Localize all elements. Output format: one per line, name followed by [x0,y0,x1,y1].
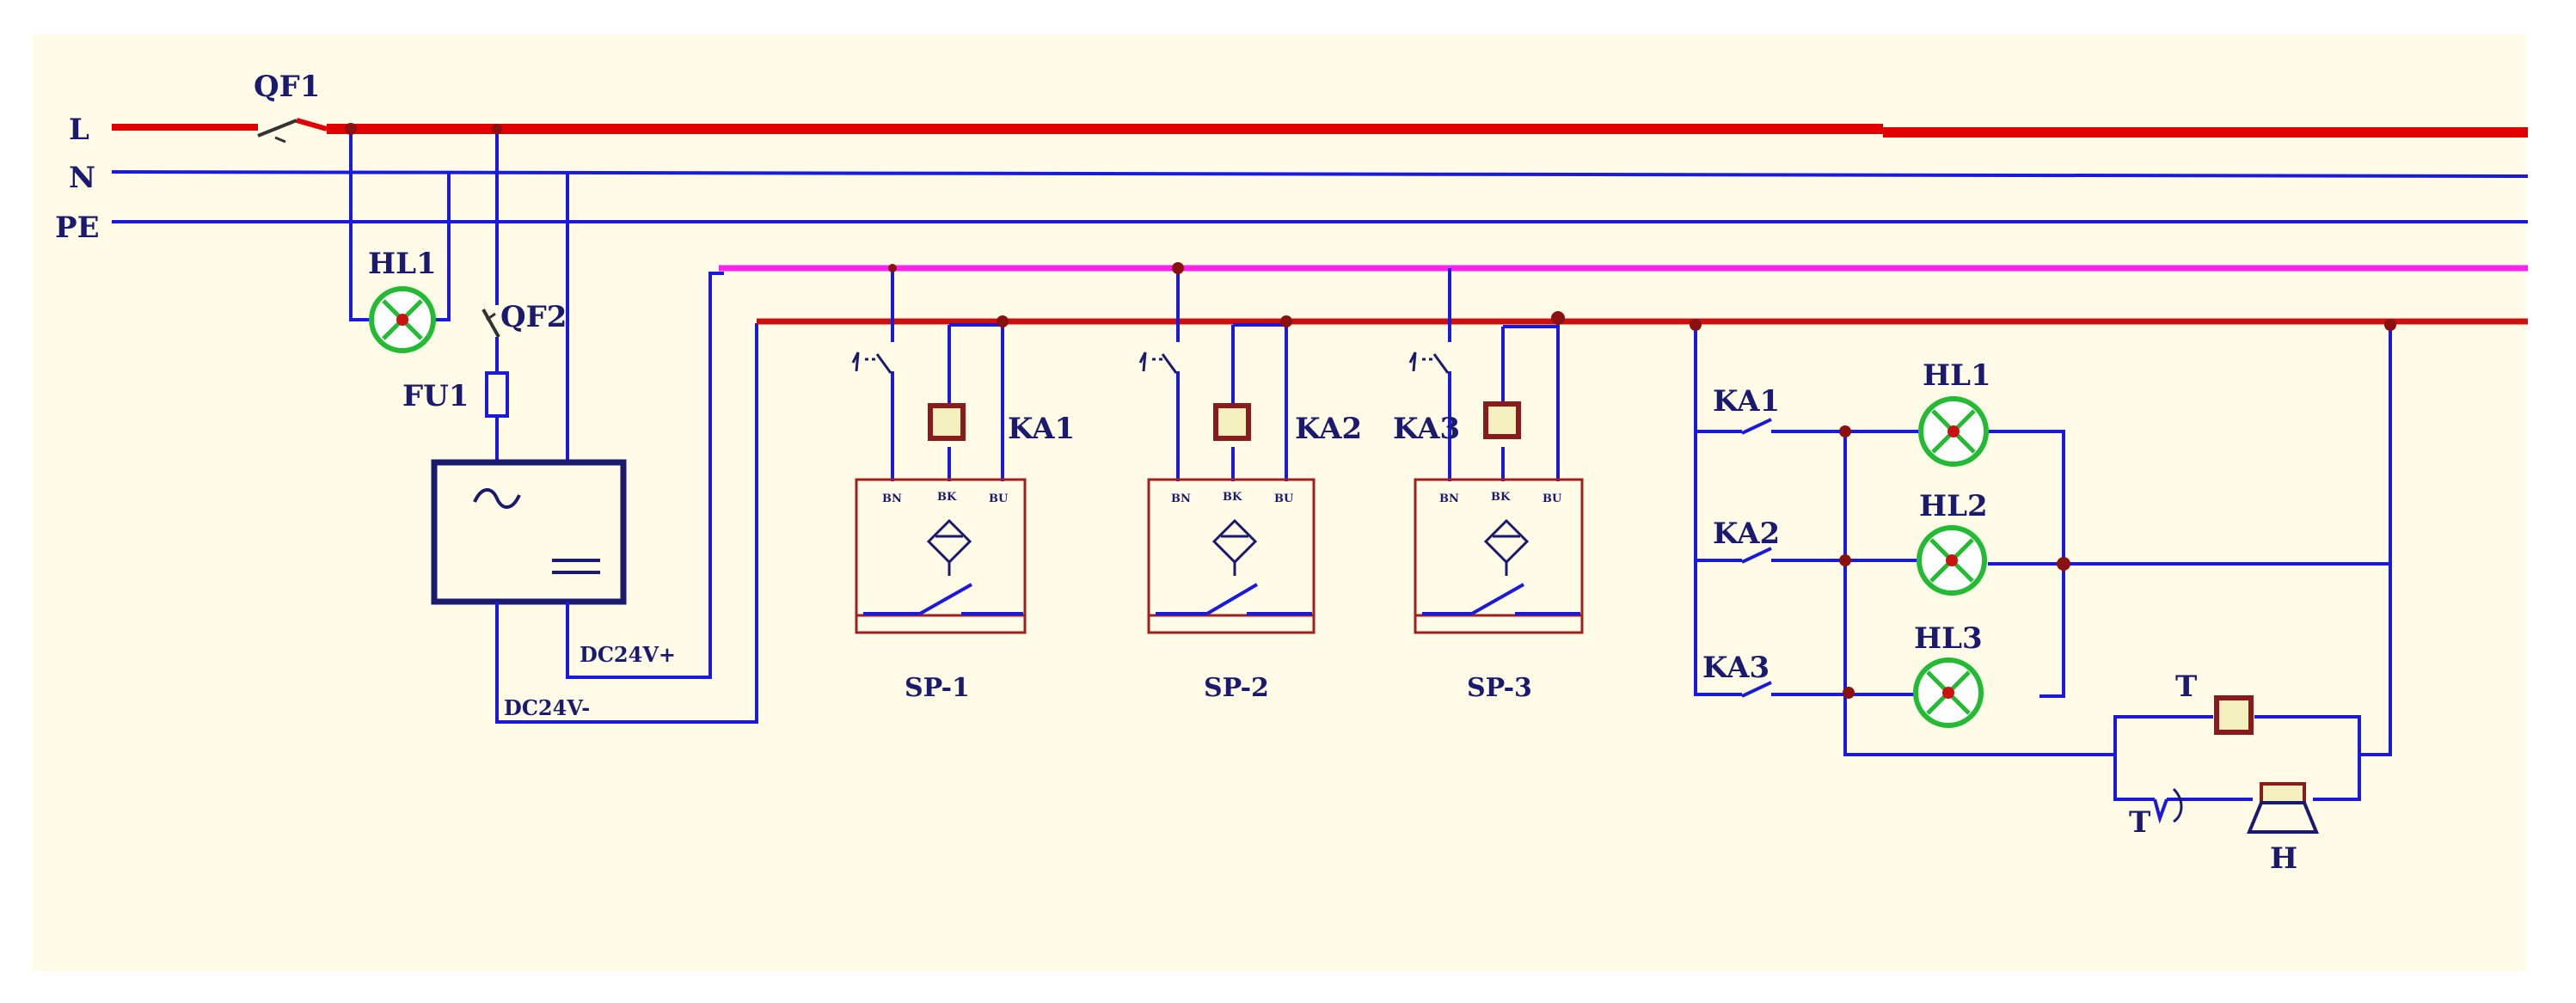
sensor-sp2-terminal-bk: BK [1223,491,1242,504]
alarm-circuit-wiring [1690,319,2396,801]
breaker-qf2-label: QF2 [500,300,567,334]
contact-ka1-label: KA1 [1713,384,1780,419]
sensor-sp3-terminal-bn: BN [1439,492,1459,505]
sensor-sp2-body [1147,478,1316,634]
breaker-qf1 [257,118,328,144]
contact-ka2-label: KA2 [1713,517,1780,551]
timer-coil [2214,695,2254,735]
sensor-sp2-switch-icon [1138,352,1178,374]
power-lamp-hl1-label: HL1 [368,247,437,281]
sensor-sp3-body [1414,478,1584,634]
sensor-sp3-switch-icon [1408,352,1450,374]
fuse-fu1-label: FU1 [402,379,469,413]
timer-contact [2153,787,2183,824]
sensor-sp2-wiring [1172,262,1292,481]
relay-ka3-label: KA3 [1393,412,1460,446]
dc-minus-label: DC24V- [504,695,590,720]
relay-ka1-coil [928,403,966,441]
sensor-sp2-terminal-bn: BN [1171,492,1191,505]
alarm-lamp-hl2 [1917,525,1987,596]
alarm-lamp-hl2-label: HL2 [1919,489,1988,523]
fuse-fu1 [485,371,509,418]
sensor-sp2-terminal-bu: BU [1274,492,1294,505]
sensor-sp1-body [855,478,1027,634]
sensor-sp2-label: SP-2 [1204,673,1269,703]
dc-output-wires [495,272,758,724]
sensor-sp1-switch-icon [851,352,892,374]
alarm-lamp-hl1-label: HL1 [1923,358,1991,393]
horn-icon [2247,782,2319,834]
breaker-qf1-label: QF1 [254,70,320,104]
rail-label-l: L [69,113,89,147]
sensor-sp1-label: SP-1 [905,673,970,703]
relay-ka2-label: KA2 [1295,412,1362,446]
sensor-sp1-terminal-bn: BN [882,492,902,505]
dc-plus-label: DC24V+ [580,642,676,667]
contact-ka3-label: KA3 [1702,651,1769,685]
relay-ka3-coil [1483,401,1521,439]
rail-lines [111,124,2529,223]
alarm-lamp-hl3 [1913,657,1984,728]
sensor-sp3-wiring [1448,268,1565,481]
sensor-sp3-terminal-bk: BK [1491,491,1511,504]
alarm-lamp-hl3-label: HL3 [1914,621,1983,656]
rail-label-n: N [69,161,95,195]
sensor-sp1-terminal-bu: BU [989,492,1009,505]
power-lamp-hl1 [369,286,436,353]
timer-contact-label: T [2129,805,2150,840]
relay-ka2-coil [1213,403,1251,441]
sensor-sp1-wiring [888,264,1009,481]
rail-label-pe: PE [55,211,99,245]
sensor-sp3-terminal-bu: BU [1543,492,1562,505]
alarm-lamp-hl1 [1918,396,1989,467]
timer-coil-label: T [2175,670,2197,704]
power-supply-unit [431,459,627,605]
horn-label: H [2270,841,2297,876]
sensor-sp3-label: SP-3 [1467,673,1532,703]
sensor-sp1-terminal-bk: BK [937,491,957,504]
relay-ka1-label: KA1 [1008,412,1075,446]
